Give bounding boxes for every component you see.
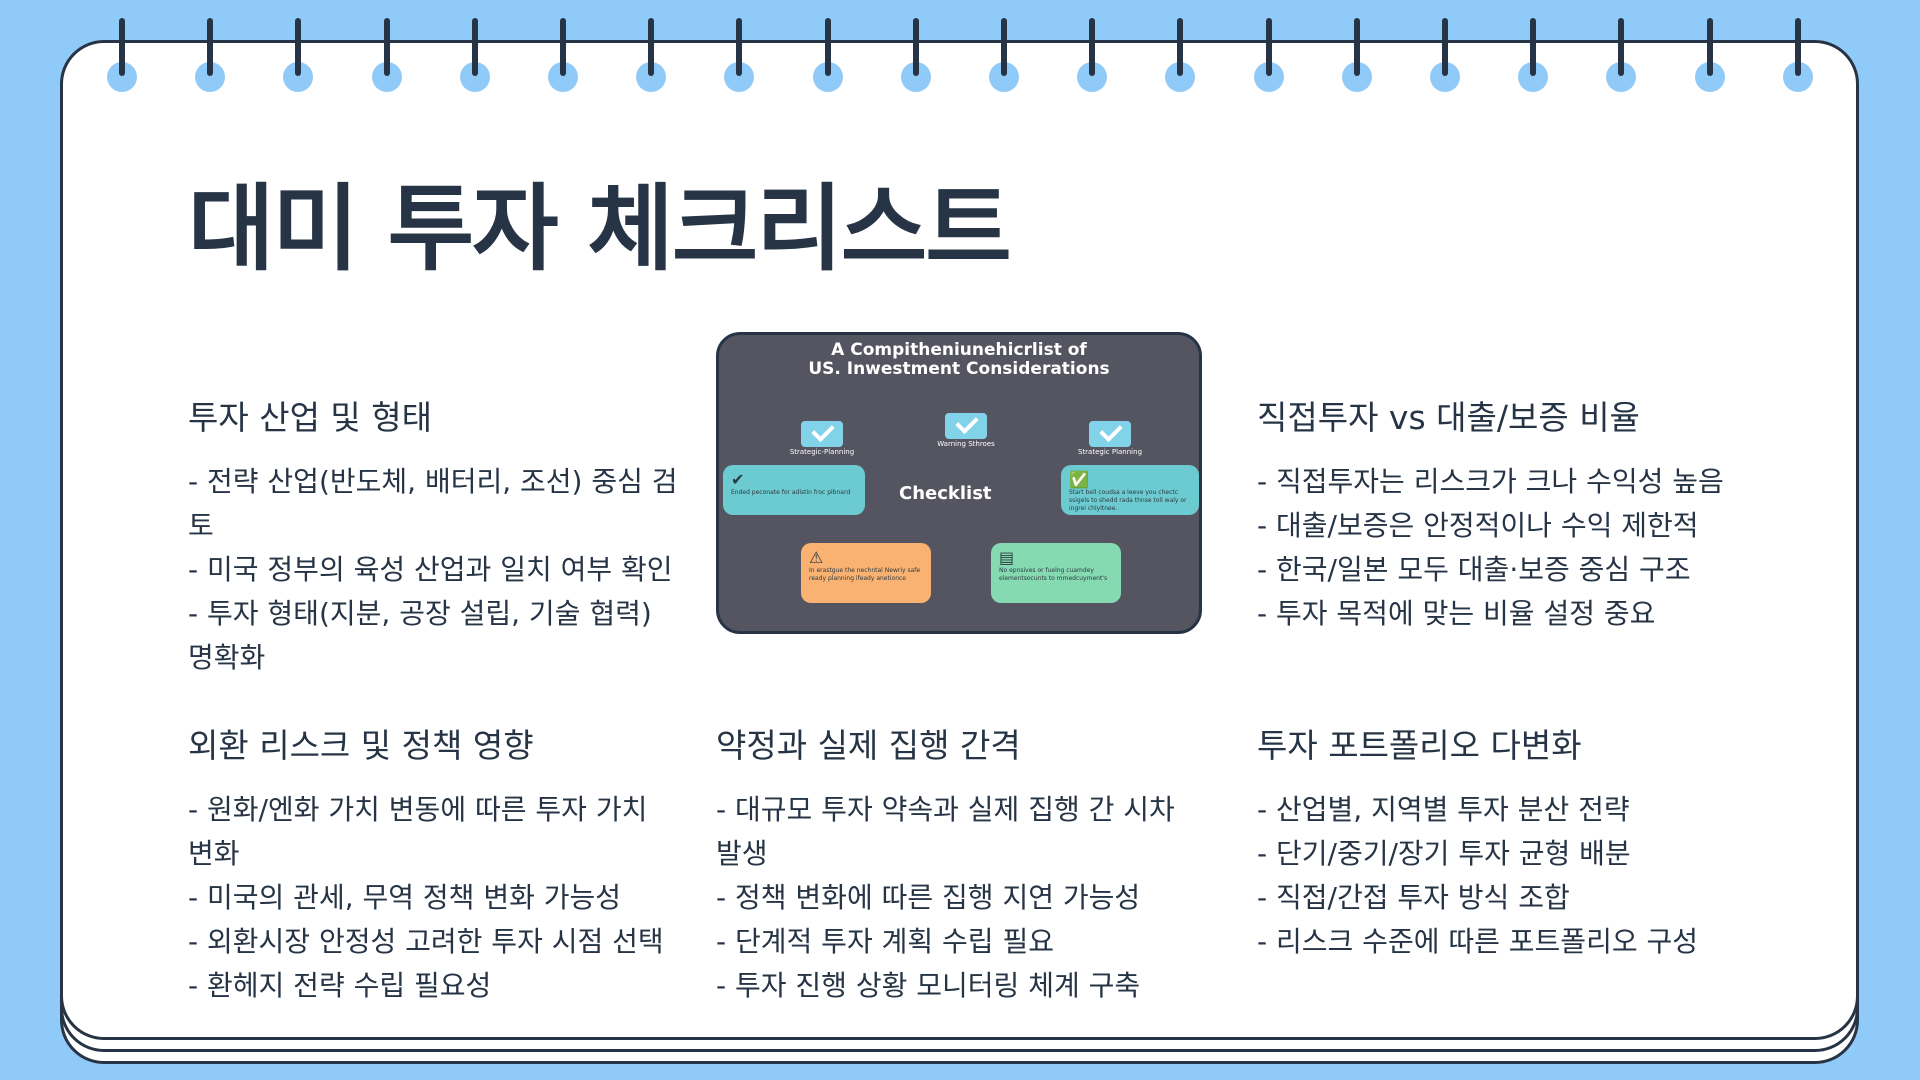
info-panel: ⚠ In erastgue the nechntal Newriy safe r…	[801, 543, 931, 603]
binding-ring	[1606, 18, 1637, 92]
spiral-binding	[0, 0, 1920, 95]
binding-ring	[1430, 18, 1460, 92]
icon-label: Strategic Planning	[1077, 448, 1143, 456]
section-list: - 대규모 투자 약속과 실제 집행 간 시차 발생 - 정책 변화에 따른 집…	[716, 788, 1206, 1008]
list-item: - 대규모 투자 약속과 실제 집행 간 시차 발생	[716, 793, 1175, 870]
binding-ring	[107, 18, 137, 92]
list-item: - 대출/보증은 안정적이나 수익 제한적	[1257, 509, 1699, 542]
binding-ring	[459, 18, 490, 92]
list-item: - 직접/간접 투자 방식 조합	[1257, 881, 1570, 914]
section-heading: 약정과 실제 집행 간격	[716, 726, 1021, 765]
icon-label: Warning Sthroes	[937, 440, 995, 448]
section-list: - 직접투자는 리스크가 크나 수익성 높음 - 대출/보증은 안정적이나 수익…	[1257, 460, 1747, 636]
binding-ring	[195, 18, 226, 92]
section-heading: 투자 산업 및 형태	[188, 398, 432, 437]
checkbox-icon	[801, 421, 843, 447]
section-direct-vs-loan: 직접투자 vs 대출/보증 비율 - 직접투자는 리스크가 크나 수익성 높음 …	[1257, 396, 1747, 636]
binding-ring	[1341, 18, 1372, 92]
list-item: - 산업별, 지역별 투자 분산 전략	[1257, 793, 1630, 826]
circle-check-icon: ✅	[1069, 470, 1089, 489]
infographic-heading-line2: US. Inwestment Considerations	[808, 359, 1110, 379]
check-icon: ✔	[731, 470, 745, 489]
binding-ring	[900, 18, 931, 92]
section-commitment-gap: 약정과 실제 집행 간격 - 대규모 투자 약속과 실제 집행 간 시차 발생 …	[716, 724, 1206, 1008]
section-list: - 산업별, 지역별 투자 분산 전략 - 단기/중기/장기 투자 균형 배분 …	[1257, 788, 1747, 964]
panel-text: Ended peconate for adistin froc plbnard	[731, 489, 851, 496]
section-list: - 원화/엔화 가치 변동에 따른 투자 가치 변화 - 미국의 관세, 무역 …	[188, 788, 678, 1008]
binding-ring	[371, 18, 402, 92]
icon-label: Strategic-Planning	[789, 448, 855, 456]
binding-ring	[636, 18, 667, 92]
list-item: - 환헤지 전략 수립 필요성	[188, 969, 492, 1002]
binding-ring	[548, 18, 578, 92]
list-item: - 투자 진행 상황 모니터링 체계 구축	[716, 969, 1141, 1002]
binding-ring	[1253, 18, 1284, 92]
section-heading: 외환 리스크 및 정책 영향	[188, 726, 534, 765]
checkbox-icon	[945, 413, 987, 439]
list-item: - 정책 변화에 따른 집행 지연 가능성	[716, 881, 1141, 914]
section-list: - 전략 산업(반도체, 배터리, 조선) 중심 검토 - 미국 정부의 육성 …	[188, 460, 678, 680]
list-item: - 투자 형태(지분, 공장 설립, 기술 협력) 명확화	[188, 597, 652, 674]
infographic-center-label: Checklist	[899, 483, 992, 504]
section-heading: 직접투자 vs 대출/보증 비율	[1257, 398, 1640, 437]
document-icon: ▤	[999, 548, 1015, 567]
list-item: - 투자 목적에 맞는 비율 설정 중요	[1257, 597, 1656, 630]
list-item: - 한국/일본 모두 대출·보증 중심 구조	[1257, 553, 1691, 586]
list-item: - 직접투자는 리스크가 크나 수익성 높음	[1257, 465, 1724, 498]
info-panel: ✅ Start bell coudsa a leeve you chectc s…	[1061, 465, 1199, 515]
panel-text: No epnsives or fuelng cuamdey elementsoc…	[999, 567, 1108, 582]
info-panel: ▤ No epnsives or fuelng cuamdey elements…	[991, 543, 1121, 603]
panel-text: Start bell coudsa a leeve you chectc ssi…	[1069, 489, 1187, 512]
binding-ring	[724, 18, 755, 92]
binding-ring	[1518, 18, 1549, 92]
slide-title: 대미 투자 체크리스트	[188, 175, 1012, 284]
binding-ring	[283, 18, 314, 92]
warning-icon: ⚠	[809, 548, 824, 567]
section-heading: 투자 포트폴리오 다변화	[1257, 726, 1582, 765]
list-item: - 단기/중기/장기 투자 균형 배분	[1257, 837, 1631, 870]
list-item: - 리스크 수준에 따른 포트폴리오 구성	[1257, 925, 1699, 958]
binding-ring	[1165, 18, 1196, 92]
section-industry: 투자 산업 및 형태 - 전략 산업(반도체, 배터리, 조선) 중심 검토 -…	[188, 396, 678, 680]
list-item: - 단계적 투자 계획 수립 필요	[716, 925, 1054, 958]
list-item: - 외환시장 안정성 고려한 투자 시점 선택	[188, 925, 664, 958]
panel-text: In erastgue the nechntal Newriy safe rea…	[809, 567, 921, 582]
section-fx-risk: 외환 리스크 및 정책 영향 - 원화/엔화 가치 변동에 따른 투자 가치 변…	[188, 724, 678, 1008]
binding-ring	[812, 18, 843, 92]
section-portfolio: 투자 포트폴리오 다변화 - 산업별, 지역별 투자 분산 전략 - 단기/중기…	[1257, 724, 1747, 964]
list-item: - 전략 산업(반도체, 배터리, 조선) 중심 검토	[188, 465, 678, 542]
checklist-infographic: A Compitheniunehicrlist of US. Inwestmen…	[716, 332, 1202, 634]
list-item: - 미국의 관세, 무역 정책 변화 가능성	[188, 881, 622, 914]
binding-ring	[1077, 18, 1108, 92]
binding-ring	[1782, 18, 1813, 92]
list-item: - 미국 정부의 육성 산업과 일치 여부 확인	[188, 553, 673, 586]
checkbox-icon	[1089, 421, 1131, 447]
list-item: - 원화/엔화 가치 변동에 따른 투자 가치 변화	[188, 793, 648, 870]
info-panel: ✔ Ended peconate for adistin froc plbnar…	[723, 465, 865, 515]
binding-ring	[989, 18, 1019, 92]
binding-ring	[1694, 18, 1725, 92]
infographic-heading: A Compitheniunehicrlist of US. Inwestmen…	[719, 341, 1199, 379]
infographic-heading-line1: A Compitheniunehicrlist of	[831, 340, 1087, 360]
